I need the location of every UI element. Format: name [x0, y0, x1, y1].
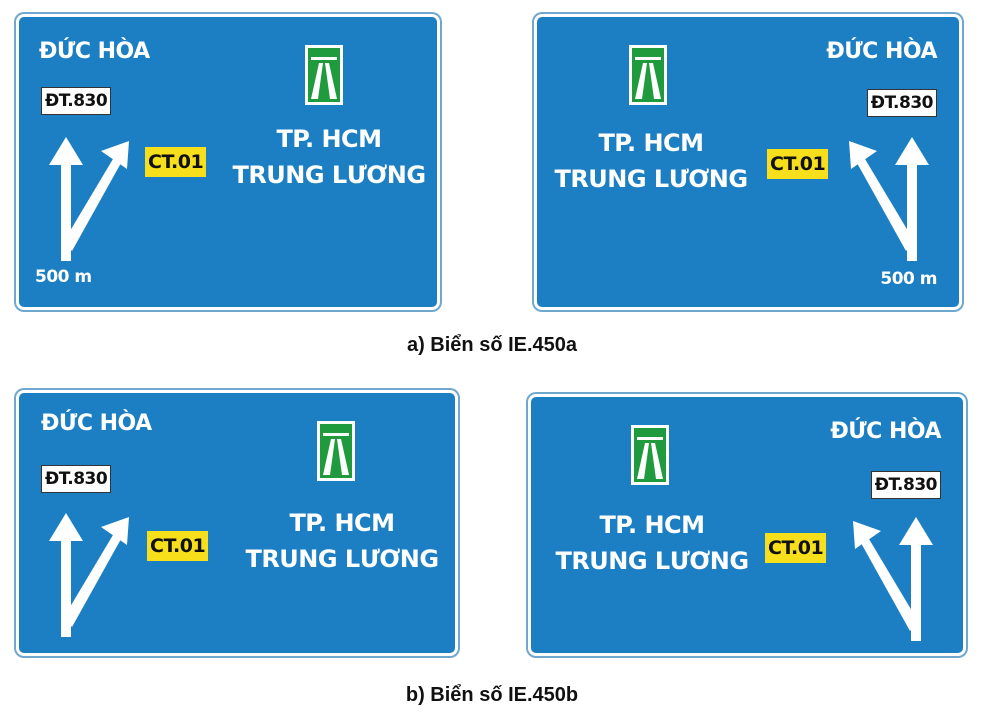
- route-badge-dt830: ĐT.830: [866, 89, 937, 117]
- route-badge-dt830: ĐT.830: [870, 471, 941, 499]
- route-badge-dt830: ĐT.830: [41, 87, 112, 115]
- destination-label: ĐỨC HÒA: [826, 39, 937, 64]
- fork-left-arrow-icon: [853, 517, 933, 641]
- caption-a: a) Biển số IE.450a: [406, 334, 578, 356]
- distance-label: 500 m: [880, 269, 937, 289]
- route-badge-ct01: CT.01: [767, 149, 829, 179]
- distance-label: 500 m: [35, 267, 92, 287]
- destination-label: ĐỨC HÒA: [39, 39, 150, 64]
- fork-right-arrow-icon: [49, 137, 129, 261]
- destination-label: ĐỨC HÒA: [41, 411, 152, 436]
- sign-ie450b-right: ĐỨC HÒA ĐT.830 CT.01 TP. HCM TRUNG LƯƠNG: [528, 394, 966, 656]
- city-tp-hcm: TP. HCM: [599, 511, 705, 539]
- city-trung-luong: TRUNG LƯƠNG: [555, 547, 749, 575]
- fork-right-arrow-icon: [49, 513, 129, 637]
- route-badge-ct01: CT.01: [147, 531, 209, 561]
- highway-icon: [629, 45, 667, 105]
- city-labels: TP. HCM TRUNG LƯƠNG: [237, 505, 447, 577]
- highway-icon: [305, 45, 343, 105]
- city-labels: TP. HCM TRUNG LƯƠNG: [551, 125, 751, 197]
- city-labels: TP. HCM TRUNG LƯƠNG: [229, 121, 429, 193]
- route-badge-dt830: ĐT.830: [41, 465, 112, 493]
- city-labels: TP. HCM TRUNG LƯƠNG: [547, 507, 757, 579]
- highway-icon: [317, 421, 355, 481]
- caption-b: b) Biển số IE.450b: [405, 684, 579, 706]
- sign-ie450b-left: ĐỨC HÒA ĐT.830 CT.01 TP. HCM TRUNG LƯƠNG: [16, 390, 458, 656]
- city-tp-hcm: TP. HCM: [289, 509, 395, 537]
- fork-left-arrow-icon: [849, 137, 929, 261]
- city-tp-hcm: TP. HCM: [276, 125, 382, 153]
- sign-ie450a-left: ĐỨC HÒA ĐT.830 CT.01 TP. HCM TRUNG LƯƠNG…: [16, 14, 440, 310]
- destination-label: ĐỨC HÒA: [830, 419, 941, 444]
- city-trung-luong: TRUNG LƯƠNG: [245, 545, 439, 573]
- route-badge-ct01: CT.01: [145, 147, 207, 177]
- city-tp-hcm: TP. HCM: [598, 129, 704, 157]
- city-trung-luong: TRUNG LƯƠNG: [554, 165, 748, 193]
- city-trung-luong: TRUNG LƯƠNG: [232, 161, 426, 189]
- sign-ie450a-right: ĐỨC HÒA ĐT.830 CT.01 TP. HCM TRUNG LƯƠNG…: [534, 14, 962, 310]
- highway-icon: [631, 425, 669, 485]
- route-badge-ct01: CT.01: [765, 533, 827, 563]
